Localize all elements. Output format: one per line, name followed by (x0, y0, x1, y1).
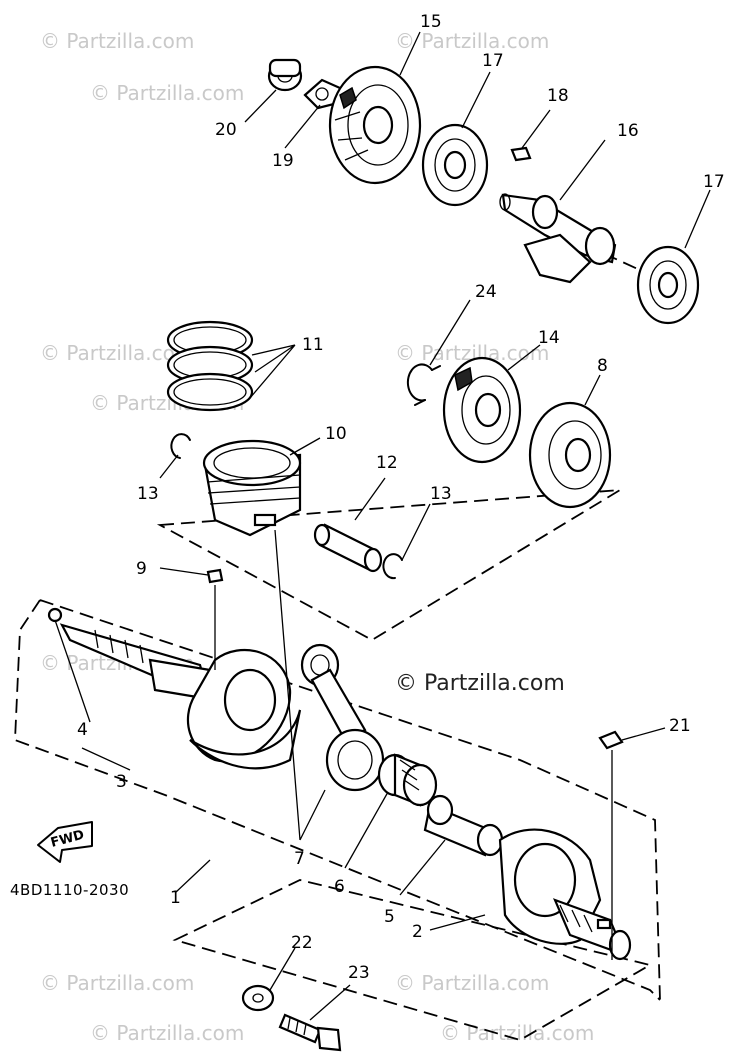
circlip-13-right (382, 553, 403, 580)
callout-7: 7 (294, 849, 305, 869)
key-18 (510, 146, 532, 162)
bolt-23 (278, 1013, 342, 1052)
crank-pin-5 (423, 794, 504, 857)
piston-pin-12 (313, 523, 383, 573)
bearing-17-top (421, 123, 489, 207)
leader-lines (54, 31, 711, 1021)
callout-8: 8 (597, 356, 608, 376)
nut-20 (267, 58, 303, 92)
needle-bearing-6 (377, 753, 438, 807)
callout-1: 1 (170, 888, 181, 908)
gear-14 (442, 356, 522, 464)
callout-15: 15 (420, 12, 442, 32)
bolt-group-outline (172, 879, 653, 1041)
callout-21: 21 (669, 716, 691, 736)
callout-19: 19 (272, 151, 294, 171)
piston-rings-11 (166, 320, 254, 412)
watermark: © Partzilla.com (395, 29, 549, 53)
callout-13: 13 (430, 484, 452, 504)
callout-18: 18 (547, 86, 569, 106)
key-9 (206, 568, 224, 584)
callout-labels: 15 17 18 20 19 16 17 24 11 14 8 10 12 13… (77, 12, 725, 983)
crankshaft-left-3 (47, 607, 302, 770)
bearing-8 (528, 401, 612, 509)
circlip-24 (406, 363, 441, 406)
callout-5: 5 (384, 907, 395, 927)
callout-2: 2 (412, 922, 423, 942)
crankshaft-right-2 (498, 828, 632, 961)
watermark: © Partzilla.com (40, 29, 194, 53)
callout-6: 6 (334, 877, 345, 897)
callout-11: 11 (302, 335, 324, 355)
callout-4: 4 (77, 720, 88, 740)
watermark: © Partzilla.com (90, 1021, 244, 1045)
callout-12: 12 (376, 453, 398, 473)
callout-17: 17 (482, 51, 504, 71)
gear-15 (328, 65, 422, 185)
watermark: © Partzilla.com (90, 81, 244, 105)
watermark: © Partzilla.com (395, 971, 549, 995)
callout-17: 17 (703, 172, 725, 192)
callout-10: 10 (325, 424, 347, 444)
callout-22: 22 (291, 933, 313, 953)
bearing-17-right (636, 245, 700, 325)
balancer-shaft-16 (499, 193, 617, 284)
connecting-rod-7 (300, 643, 385, 792)
key-21 (598, 730, 624, 750)
callout-24: 24 (475, 282, 497, 302)
piston-group-outline (156, 489, 621, 642)
fwd-arrow-icon: FWD (37, 821, 93, 863)
circlip-13-left (170, 433, 191, 459)
callout-13: 13 (137, 484, 159, 504)
watermark-main: © Partzilla.com (395, 671, 565, 696)
callout-14: 14 (538, 328, 560, 348)
piston-10 (202, 439, 302, 537)
watermark: © Partzilla.com (440, 1021, 594, 1045)
callout-9: 9 (136, 559, 147, 579)
diagram-code: 4BD1110-2030 (10, 881, 129, 899)
callout-3: 3 (116, 772, 127, 792)
callout-16: 16 (617, 121, 639, 141)
watermark: © Partzilla.com (40, 971, 194, 995)
washer-22 (241, 984, 275, 1012)
callout-20: 20 (215, 120, 237, 140)
callout-23: 23 (348, 963, 370, 983)
